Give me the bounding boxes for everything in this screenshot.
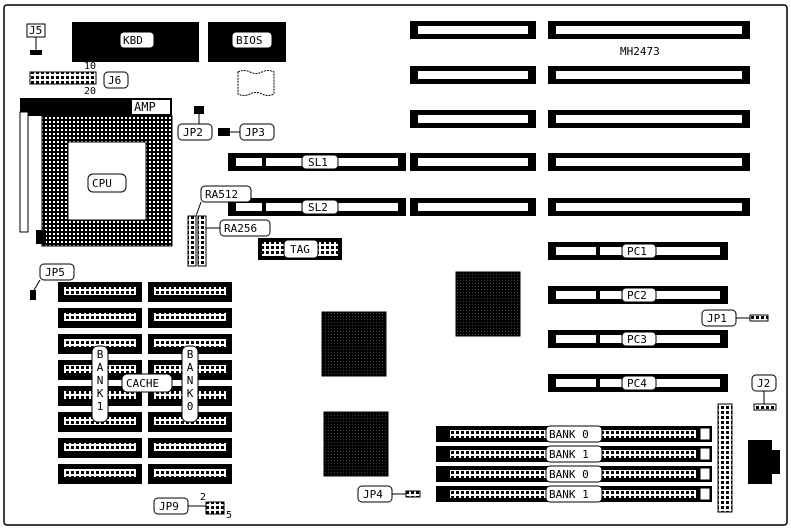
pc4-label: PC4 <box>627 377 647 390</box>
bios-label: BIOS <box>236 34 263 47</box>
jp9-pin5-label: 5 <box>226 510 232 521</box>
pc2-label: PC2 <box>627 289 647 302</box>
j2-connector: J2 <box>751 374 777 411</box>
j5-label: J5 <box>29 24 42 37</box>
sl2-label: SL2 <box>308 201 328 214</box>
jp1-jumper: JP1 <box>701 309 769 327</box>
power-connector <box>717 403 733 513</box>
io-port <box>748 440 780 484</box>
simm-bank-label-4: BANK 1 <box>549 488 589 501</box>
ra512-label: RA512 <box>205 188 238 201</box>
cpu-label: CPU <box>92 177 112 190</box>
sl1-slot: SL1 <box>228 153 406 171</box>
jp5-jumper: JP5 <box>30 263 75 300</box>
ra256-label: RA256 <box>224 222 257 235</box>
pc2-slot: PC2 <box>548 286 728 304</box>
simm-bank-label-2: BANK 1 <box>549 448 589 461</box>
jp3-jumper: JP3 <box>218 123 275 141</box>
model-label: MH2473 <box>620 45 660 58</box>
cache-label: CACHE <box>126 377 159 390</box>
pc1-label: PC1 <box>627 245 647 258</box>
kbd-label: KBD <box>123 34 143 47</box>
chipset-chip-2 <box>321 311 387 377</box>
j6-pin20-label: 20 <box>84 86 96 97</box>
cpu-socket: AMP CPU <box>19 98 173 247</box>
jp3-label: JP3 <box>245 126 265 139</box>
j6-pin10-label: 10 <box>84 61 96 72</box>
isa-slots <box>410 21 750 216</box>
bios-chip: BIOS <box>208 22 286 62</box>
keyboard-connector: KBD <box>72 22 199 62</box>
pc3-slot: PC3 <box>548 330 728 348</box>
simm-bank-label-1: BANK 0 <box>549 428 589 441</box>
jp4-label: JP4 <box>363 488 383 501</box>
resistor-arrays: RA512 RA256 <box>187 185 271 267</box>
jp9-pin2-label: 2 <box>200 492 206 503</box>
j6-label: J6 <box>108 74 121 87</box>
sl1-label: SL1 <box>308 156 328 169</box>
tag-chip: TAG <box>258 238 342 260</box>
jp9-label: JP9 <box>159 500 179 513</box>
pc4-slot: PC4 <box>548 374 728 392</box>
jp9-jumper: JP9 2 5 <box>153 492 232 521</box>
pc3-label: PC3 <box>627 333 647 346</box>
amp-label: AMP <box>134 100 156 114</box>
jp2-jumper: JP2 <box>177 106 213 141</box>
j2-label: J2 <box>757 377 770 390</box>
jp2-label: JP2 <box>183 126 203 139</box>
simm-bank-label-3: BANK 0 <box>549 468 589 481</box>
jp1-label: JP1 <box>707 312 727 325</box>
jp4-jumper: JP4 <box>357 485 421 503</box>
j5-jumper: J5 <box>26 23 46 55</box>
pc1-slot: PC1 <box>548 242 728 260</box>
tag-label: TAG <box>290 243 310 256</box>
chipset-chip-1 <box>455 271 521 337</box>
j6-header: 10 20 J6 <box>29 61 129 97</box>
chipset-chip-3 <box>323 411 389 477</box>
jp5-label: JP5 <box>45 266 65 279</box>
sl2-slot: SL2 <box>228 198 406 216</box>
battery-outline <box>237 70 275 96</box>
